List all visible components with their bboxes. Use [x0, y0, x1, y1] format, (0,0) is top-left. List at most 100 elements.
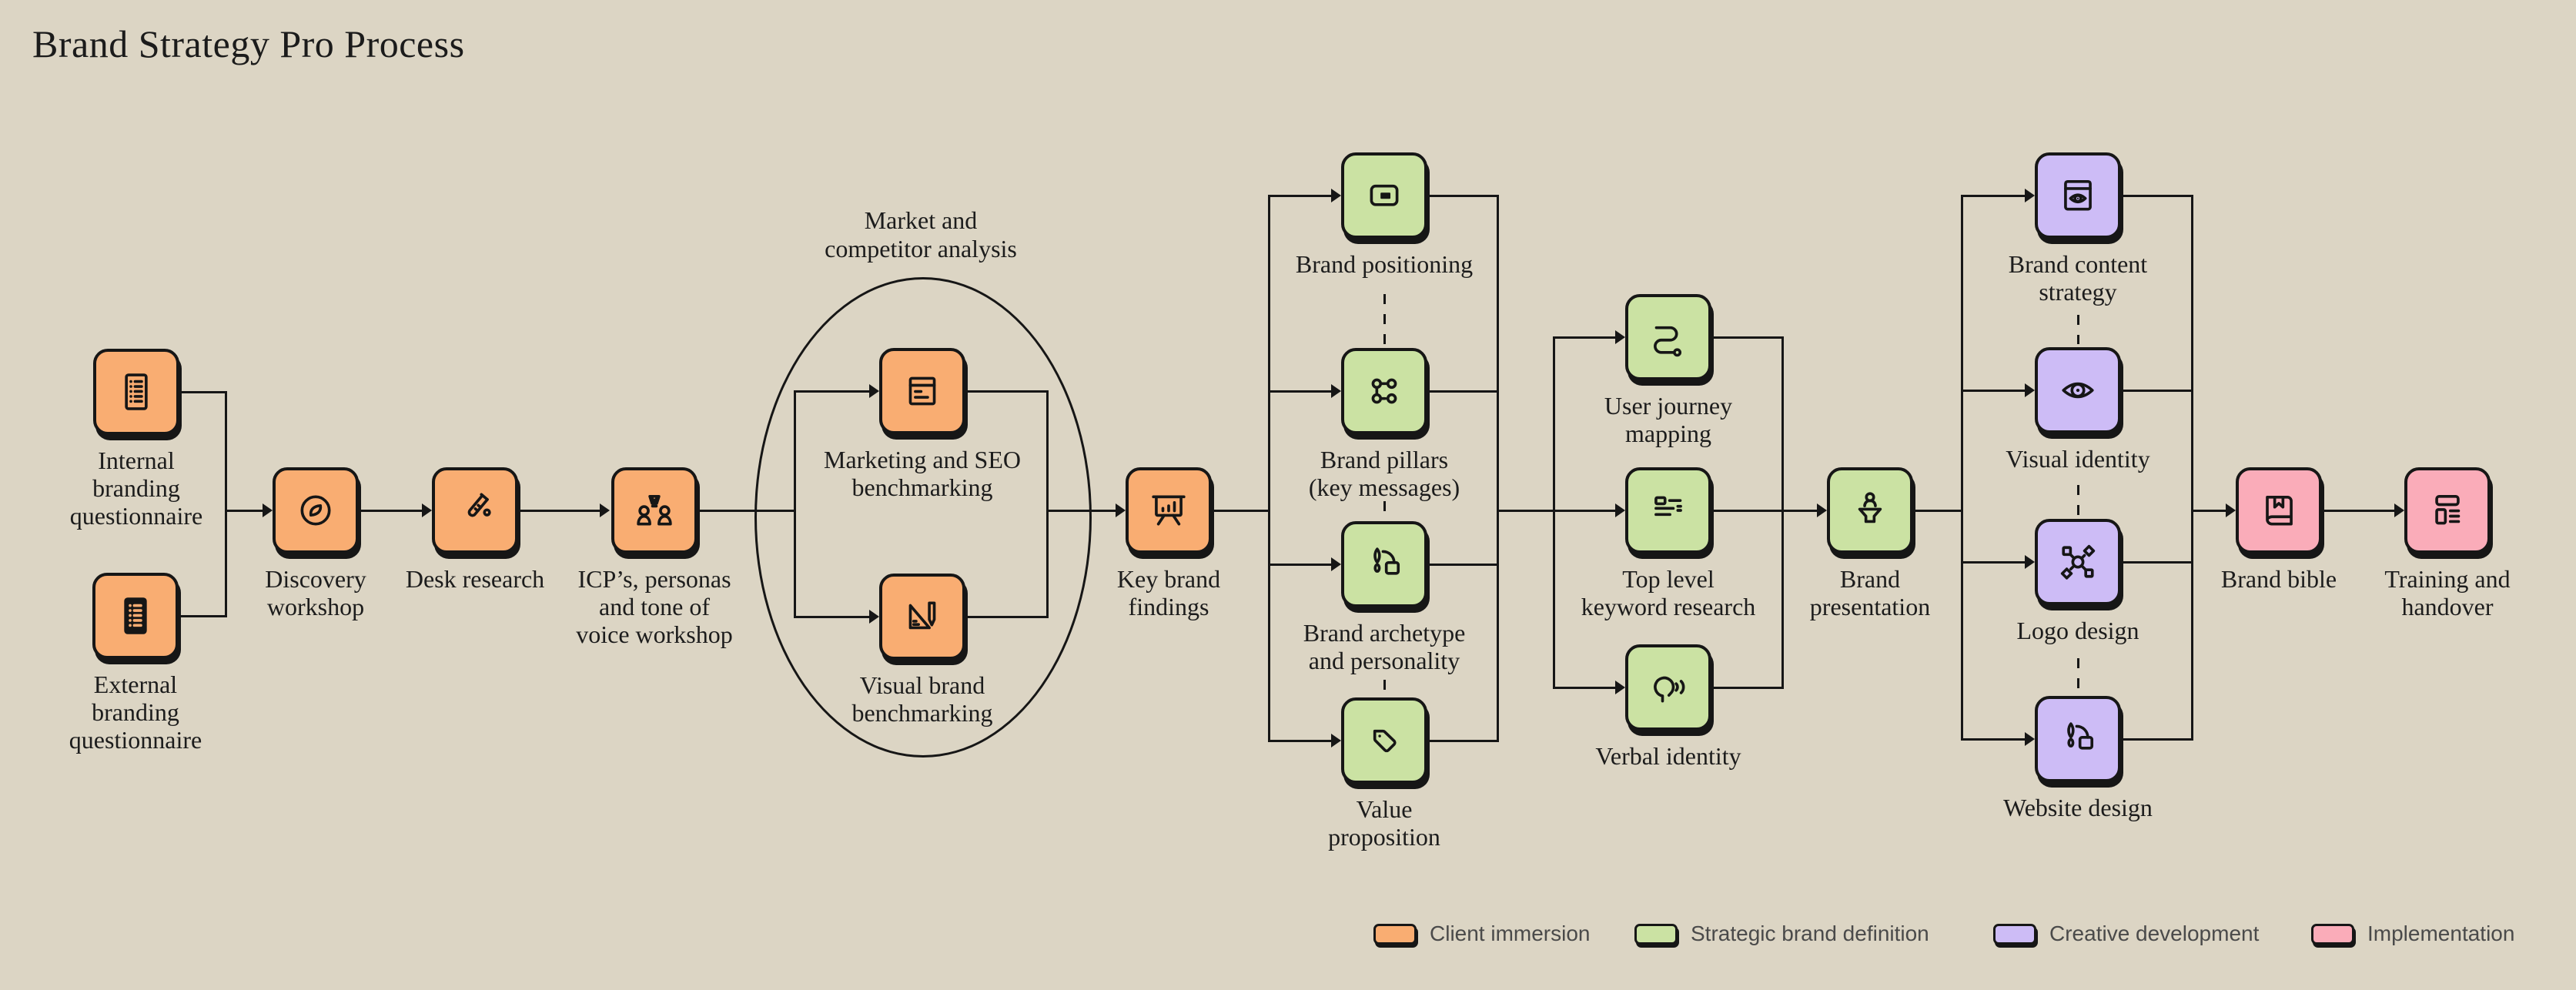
- legend-swatch-icon: [2311, 923, 2354, 945]
- arrowhead-icon: [1331, 734, 1341, 748]
- node-value-proposition: [1341, 697, 1427, 784]
- connector-h-34: [2121, 560, 2193, 564]
- node-user-journey-mapping: [1625, 294, 1711, 380]
- node-discovery-workshop: [273, 467, 359, 554]
- browser-eye-icon: [2064, 179, 2092, 211]
- market-analysis-label: Market and competitor analysis: [825, 206, 1017, 263]
- connector-h-26: [1781, 509, 1818, 512]
- node-icp-personas: [611, 467, 698, 554]
- connector-h-12: [1268, 194, 1332, 197]
- connector-h-6: [794, 390, 870, 393]
- connector-dashed-0: [1383, 294, 1386, 345]
- node-keyword-research: [1625, 467, 1711, 554]
- connector-h-37: [2322, 509, 2395, 512]
- connector-h-1: [178, 614, 227, 617]
- connector-v-5: [1552, 337, 1555, 687]
- connector-v-0: [224, 392, 227, 616]
- arrowhead-icon: [869, 610, 879, 624]
- arrowhead-icon: [2394, 503, 2404, 517]
- node-brand-bible-label: Brand bible: [2220, 565, 2337, 593]
- node-visual-identity-label: Visual identity: [2006, 445, 2150, 473]
- connector-h-32: [2121, 194, 2193, 197]
- connector-h-4: [519, 509, 601, 512]
- connector-v-8: [2190, 196, 2193, 739]
- connector-h-16: [1427, 194, 1499, 197]
- node-visual-brand-benchmarking: [879, 574, 965, 660]
- legend-swatch-icon: [1373, 923, 1417, 945]
- connector-h-21: [1553, 336, 1616, 339]
- connector-dashed-3: [2076, 315, 2079, 344]
- connector-h-19: [1427, 739, 1499, 742]
- arrowhead-icon: [2025, 383, 2035, 397]
- node-graph-icon: [1371, 378, 1397, 404]
- connector-h-11: [1212, 509, 1270, 512]
- node-key-brand-findings: [1126, 467, 1212, 554]
- connector-h-30: [1961, 560, 2026, 564]
- connector-h-20: [1497, 509, 1616, 512]
- connector-h-7: [794, 615, 870, 618]
- node-keyword-research-label: Top level keyword research: [1581, 565, 1756, 620]
- connector-v-1: [793, 391, 796, 617]
- connector-h-0: [178, 390, 227, 393]
- connector-v-7: [1960, 196, 1963, 739]
- connector-v-3: [1267, 196, 1270, 741]
- connector-h-9: [965, 615, 1049, 618]
- node-discovery-workshop-label: Discovery workshop: [265, 565, 366, 620]
- connector-h-13: [1268, 390, 1332, 393]
- route-icon: [1654, 326, 1682, 357]
- connector-h-3: [360, 509, 423, 512]
- node-icp-personas-label: ICP’s, personas and tone of voice worksh…: [576, 565, 733, 648]
- connector-h-2: [226, 509, 263, 512]
- arrowhead-icon: [2025, 555, 2035, 569]
- setsquare-pen-icon: [908, 601, 936, 630]
- doc-list-icon: [125, 373, 148, 410]
- arrowhead-icon: [1331, 384, 1341, 398]
- legend-swatch-icon: [1634, 923, 1678, 945]
- node-brand-content-strategy-label: Brand content strategy: [2008, 250, 2148, 306]
- arrowhead-icon: [2025, 732, 2035, 746]
- legend-swatch-icon: [1993, 923, 2036, 945]
- node-logo-design-label: Logo design: [2016, 617, 2139, 644]
- node-brand-pillars: [1341, 348, 1427, 434]
- node-brand-archetype-label: Brand archetype and personality: [1303, 619, 1466, 674]
- arrowhead-icon: [1615, 503, 1625, 517]
- connector-h-5: [697, 509, 796, 512]
- people-idea-icon: [637, 494, 672, 526]
- connector-h-22: [1553, 686, 1616, 689]
- legend-label: Strategic brand definition: [1691, 921, 1929, 945]
- node-training-handover-label: Training and handover: [2384, 565, 2511, 620]
- legend-item-3: Implementation: [2311, 921, 2514, 947]
- connector-dashed-1: [1383, 501, 1386, 518]
- legend-label: Client immersion: [1430, 921, 1591, 945]
- lectern-icon: [1858, 492, 1882, 523]
- connector-h-28: [1961, 194, 2026, 197]
- button-icon: [1370, 184, 1399, 206]
- node-brand-positioning: [1341, 152, 1427, 239]
- arrowhead-icon: [422, 503, 432, 517]
- brush-shape-icon: [1373, 547, 1400, 575]
- test-tube-icon: [467, 493, 491, 517]
- arrowhead-icon: [1615, 681, 1625, 694]
- arrowhead-icon: [1116, 503, 1126, 517]
- connector-dashed-4: [2076, 485, 2079, 516]
- connector-h-23: [1711, 336, 1784, 339]
- page-title: Brand Strategy Pro Process: [32, 22, 465, 65]
- node-brand-presentation-label: Brand presentation: [1809, 565, 1931, 620]
- connector-h-29: [1961, 389, 2026, 392]
- arrowhead-icon: [2025, 189, 2035, 202]
- node-brand-positioning-label: Brand positioning: [1295, 250, 1474, 278]
- node-marketing-seo-benchmarking-label: Marketing and SEO benchmarking: [824, 446, 1021, 501]
- connector-h-10: [1046, 509, 1116, 512]
- node-verbal-identity: [1625, 644, 1711, 731]
- node-training-handover: [2404, 467, 2491, 554]
- connector-v-2: [1045, 391, 1049, 617]
- node-brand-bible: [2236, 467, 2322, 554]
- head-voice-icon: [1654, 676, 1685, 703]
- node-brand-presentation: [1827, 467, 1913, 554]
- connector-h-25: [1711, 686, 1784, 689]
- node-internal-questionnaire-label: Internal branding questionnaire: [69, 447, 203, 530]
- browser-text-icon: [908, 376, 936, 406]
- connector-h-27: [1913, 509, 1963, 512]
- arrowhead-icon: [1331, 557, 1341, 571]
- brush-shape-icon: [2067, 722, 2094, 750]
